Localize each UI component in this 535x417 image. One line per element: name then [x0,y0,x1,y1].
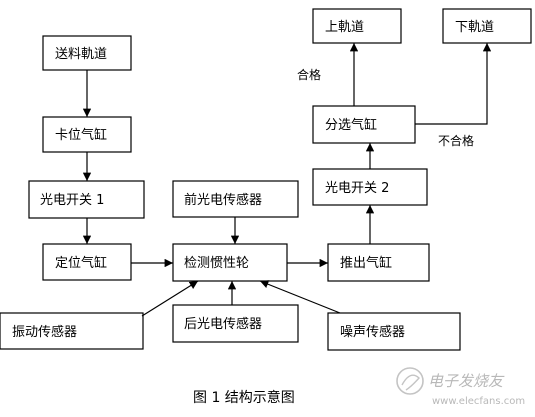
node-vibration-sensor-label: 振动传感器 [12,324,77,340]
node-upper-track: 上軌道 [312,8,402,44]
node-photo-switch-2-label: 光电开关 2 [325,181,389,196]
arrow-sort-to-lower-track [415,43,492,125]
node-front-photo-sensor: 前光电传感器 [172,180,299,218]
node-clamp-cylinder: 卡位气缸 [42,116,132,153]
node-inertia-wheel-label: 检测惯性轮 [184,255,249,271]
edge-label-pass: 合格 [297,67,321,82]
node-photo-switch-1: 光电开关 1 [28,180,145,219]
node-inertia-wheel: 检测惯性轮 [172,243,288,282]
node-vibration-sensor: 振动传感器 [0,312,144,350]
watermark-logo-icon [396,367,424,395]
node-push-cylinder: 推出气缸 [327,243,430,282]
node-noise-sensor-label: 噪声传感器 [340,324,405,340]
node-sort-cylinder: 分选气缸 [312,105,416,144]
node-lower-track-label: 下軌道 [455,19,494,35]
node-feed-track-label: 送料軌道 [55,46,107,62]
node-rear-photo-sensor: 后光电传感器 [172,304,299,343]
node-positioning-cylinder-label: 定位气缸 [55,255,107,271]
node-front-photo-sensor-label: 前光电传感器 [184,192,262,208]
node-photo-switch-2: 光电开关 2 [312,168,428,206]
figure-caption: 图 1 结构示意图 [193,389,295,406]
node-noise-sensor: 噪声传感器 [327,312,461,351]
arrow-noise-to-wheel [259,280,341,314]
node-clamp-cylinder-label: 卡位气缸 [55,127,107,143]
watermark: 电子发烧友 www.elecfans.com [396,367,525,407]
node-feed-track: 送料軌道 [42,35,132,71]
edge-label-fail: 不合格 [438,133,474,148]
node-push-cylinder-label: 推出气缸 [340,255,392,271]
node-lower-track: 下軌道 [442,8,532,44]
node-photo-switch-1-label: 光电开关 1 [40,193,104,208]
watermark-url: www.elecfans.com [432,396,525,407]
node-rear-photo-sensor-label: 后光电传感器 [184,316,262,332]
node-upper-track-label: 上軌道 [325,19,364,35]
node-positioning-cylinder: 定位气缸 [42,243,132,281]
node-sort-cylinder-label: 分选气缸 [325,117,377,133]
arrow-vibration-to-wheel [141,280,199,317]
watermark-brand: 电子发烧友 [428,372,505,390]
